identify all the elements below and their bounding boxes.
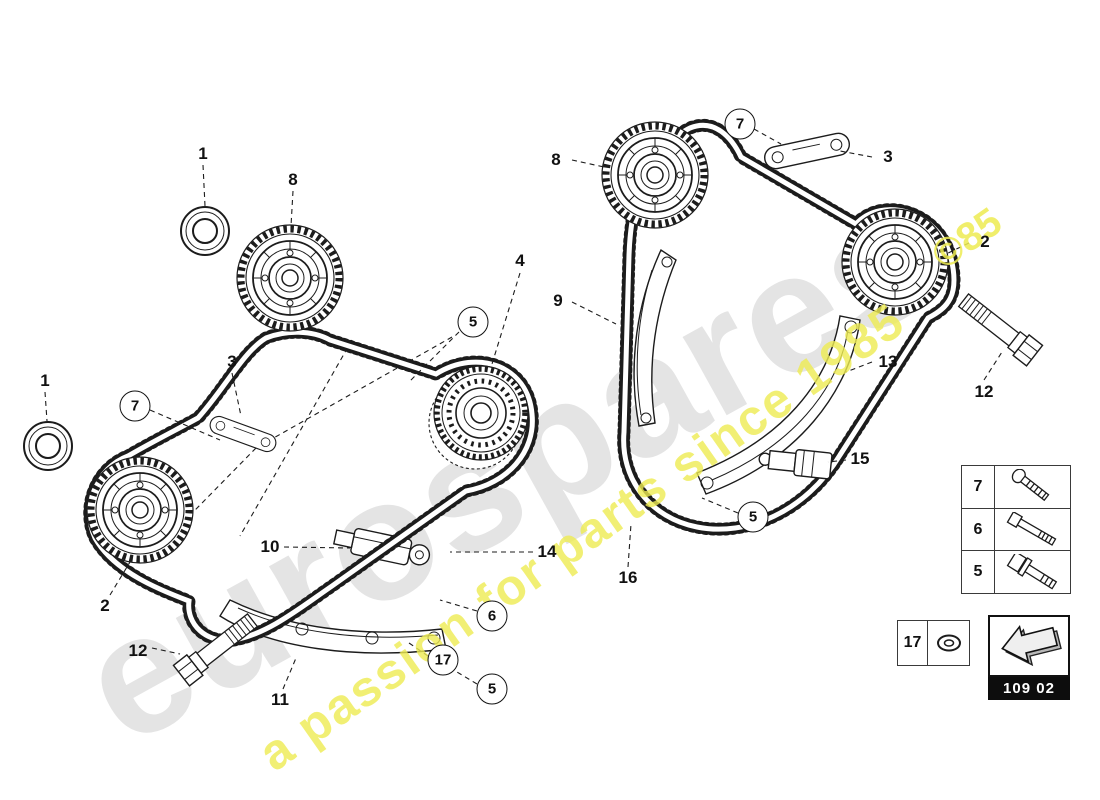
screw-icon — [995, 466, 1070, 508]
washer-legend: 17 — [897, 620, 970, 666]
leader-lines — [44, 128, 1003, 690]
legend-number: 17 — [898, 621, 928, 665]
part-label-3: 3 — [227, 352, 237, 371]
legend-row-6: 6 — [961, 507, 1071, 552]
part-label-11: 11 — [271, 690, 289, 709]
sealing-ring-top — [180, 206, 230, 256]
double-sprocket-4 — [428, 365, 529, 470]
legend-row-5: 5 — [961, 550, 1071, 594]
chain-guide-rail-9 — [633, 248, 677, 427]
part-label-12: 12 — [974, 382, 994, 401]
camshaft-adjuster-right — [842, 209, 948, 315]
legend-row-7: 7 — [961, 465, 1071, 509]
part-label-2: 2 — [100, 596, 110, 615]
part-label-1: 1 — [198, 144, 208, 163]
camshaft-adjuster-left — [87, 457, 193, 563]
part-label-16: 16 — [618, 568, 638, 587]
bracket-3-left — [209, 415, 277, 453]
washer-icon — [928, 621, 969, 665]
sealing-ring-left — [23, 421, 73, 471]
diagram-code-badge: 109 02 — [988, 677, 1070, 700]
hex-bolt-icon — [995, 509, 1070, 551]
circled-part-label-6: 6 — [476, 600, 508, 632]
part-label-1: 1 — [40, 371, 50, 390]
bolt-12-right — [954, 289, 1044, 367]
circled-part-label-17: 17 — [427, 644, 459, 676]
fastener-legend: 7 6 — [961, 465, 1071, 594]
tensioner-rail-13 — [696, 315, 861, 495]
socket-head-bolt-icon — [995, 551, 1070, 593]
chain-tensioner-bolt-15 — [758, 449, 833, 480]
part-label-10: 10 — [260, 537, 280, 556]
circled-part-label-5: 5 — [737, 501, 769, 533]
legend-number: 6 — [962, 508, 995, 551]
part-label-12: 12 — [128, 641, 148, 660]
circled-part-label-5: 5 — [476, 673, 508, 705]
previous-diagram-button[interactable] — [988, 615, 1070, 677]
part-label-8: 8 — [288, 170, 298, 189]
part-label-9: 9 — [553, 291, 563, 310]
legend-number: 7 — [962, 466, 995, 508]
camshaft-adjuster-top-left — [237, 225, 343, 331]
part-label-4: 4 — [515, 251, 525, 270]
part-label-14: 14 — [537, 542, 557, 561]
bracket-3-top — [764, 132, 850, 170]
back-arrow-icon — [996, 620, 1062, 673]
part-label-13: 13 — [878, 352, 898, 371]
circled-part-label-5: 5 — [457, 306, 489, 338]
part-label-2: 2 — [980, 232, 990, 251]
part-label-8: 8 — [551, 150, 561, 169]
part-label-3: 3 — [883, 147, 893, 166]
legend-number: 5 — [962, 551, 995, 593]
camshaft-adjuster-top — [602, 122, 708, 228]
timing-chain-left — [83, 325, 539, 647]
part-label-15: 15 — [850, 449, 870, 468]
circled-part-label-7: 7 — [724, 108, 756, 140]
circled-part-label-7: 7 — [119, 390, 151, 422]
